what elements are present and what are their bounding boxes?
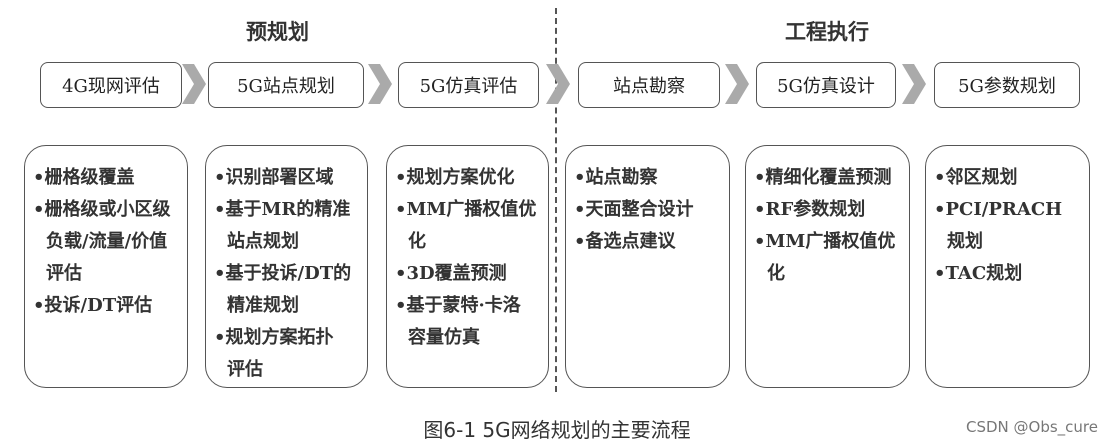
card-list-item: •邻区规划 [934, 167, 1018, 188]
card-list-item: •站点勘察 [574, 167, 658, 188]
card-list-item: 容量仿真 [408, 327, 480, 348]
phase-title-execution: 工程执行 [785, 19, 869, 44]
chevron-arrow-icon [368, 64, 392, 104]
card-list-item: 化 [408, 231, 426, 252]
card-list-item: •3D覆盖预测 [395, 263, 507, 284]
step-detail-card: •精细化覆盖预测 •RF参数规划 •MM广播权值优化 [745, 145, 910, 388]
card-list-item: 负载/流量/价值 [46, 231, 168, 252]
card-list-item: •TAC规划 [934, 263, 1023, 284]
card-list-item: •天面整合设计 [574, 199, 694, 220]
step-box: 5G仿真评估 [398, 62, 539, 108]
step-box: 5G站点规划 [208, 62, 364, 108]
card-list-item: •MM广播权值优 [395, 199, 537, 220]
card-list-item: •备选点建议 [574, 231, 676, 252]
card-list-item: •PCI/PRACH [934, 199, 1063, 220]
card-list-item: •基于蒙特·卡洛 [395, 295, 521, 316]
card-list-item: •基于投诉/DT的 [214, 263, 352, 284]
card-list-item: 规划 [947, 231, 983, 252]
step-box: 5G仿真设计 [756, 62, 896, 108]
step-box: 5G参数规划 [934, 62, 1080, 108]
card-list-item: 评估 [227, 359, 263, 380]
card-list-item: •基于MR的精准 [214, 199, 351, 220]
step-detail-card: •识别部署区域 •基于MR的精准站点规划 •基于投诉/DT的精准规划 •规划方案拓扑评… [205, 145, 368, 388]
card-list-item: 站点规划 [227, 231, 299, 252]
card-list-item: •精细化覆盖预测 [754, 167, 892, 188]
step-detail-card: •规划方案优化 •MM广播权值优化 •3D覆盖预测 •基于蒙特·卡洛容量仿真 [386, 145, 549, 388]
watermark: CSDN @Obs_cure [966, 418, 1098, 436]
card-list-item: •规划方案优化 [395, 167, 515, 188]
step-box: 站点勘察 [578, 62, 720, 108]
card-list-item: •RF参数规划 [754, 199, 866, 220]
step-detail-card: •邻区规划 •PCI/PRACH 规划 •TAC规划 [925, 145, 1090, 388]
figure-caption: 图6-1 5G网络规划的主要流程 [423, 418, 691, 442]
card-list-item: 化 [767, 263, 785, 284]
card-list-item: •栅格级或小区级 [33, 199, 171, 220]
chevron-arrow-icon [545, 64, 570, 104]
card-list-item: 精准规划 [227, 295, 299, 316]
phase-title-preplanning: 预规划 [246, 19, 309, 44]
card-list-item: •规划方案拓扑 [214, 327, 334, 348]
chevron-arrow-icon [725, 64, 749, 104]
step-detail-card: •栅格级覆盖 •栅格级或小区级负载/流量/价值评估 •投诉/DT评估 [24, 145, 188, 388]
card-list-item: •MM广播权值优 [754, 231, 896, 252]
card-list-item: •投诉/DT评估 [33, 295, 153, 316]
card-list-item: •栅格级覆盖 [33, 167, 135, 188]
phase-divider [555, 8, 557, 392]
chevron-arrow-icon [182, 64, 206, 104]
step-detail-card: •站点勘察 •天面整合设计 •备选点建议 [565, 145, 730, 388]
card-list-item: •识别部署区域 [214, 167, 334, 188]
chevron-arrow-icon [902, 64, 926, 104]
card-list-item: 评估 [46, 263, 82, 284]
step-box: 4G现网评估 [40, 62, 182, 108]
